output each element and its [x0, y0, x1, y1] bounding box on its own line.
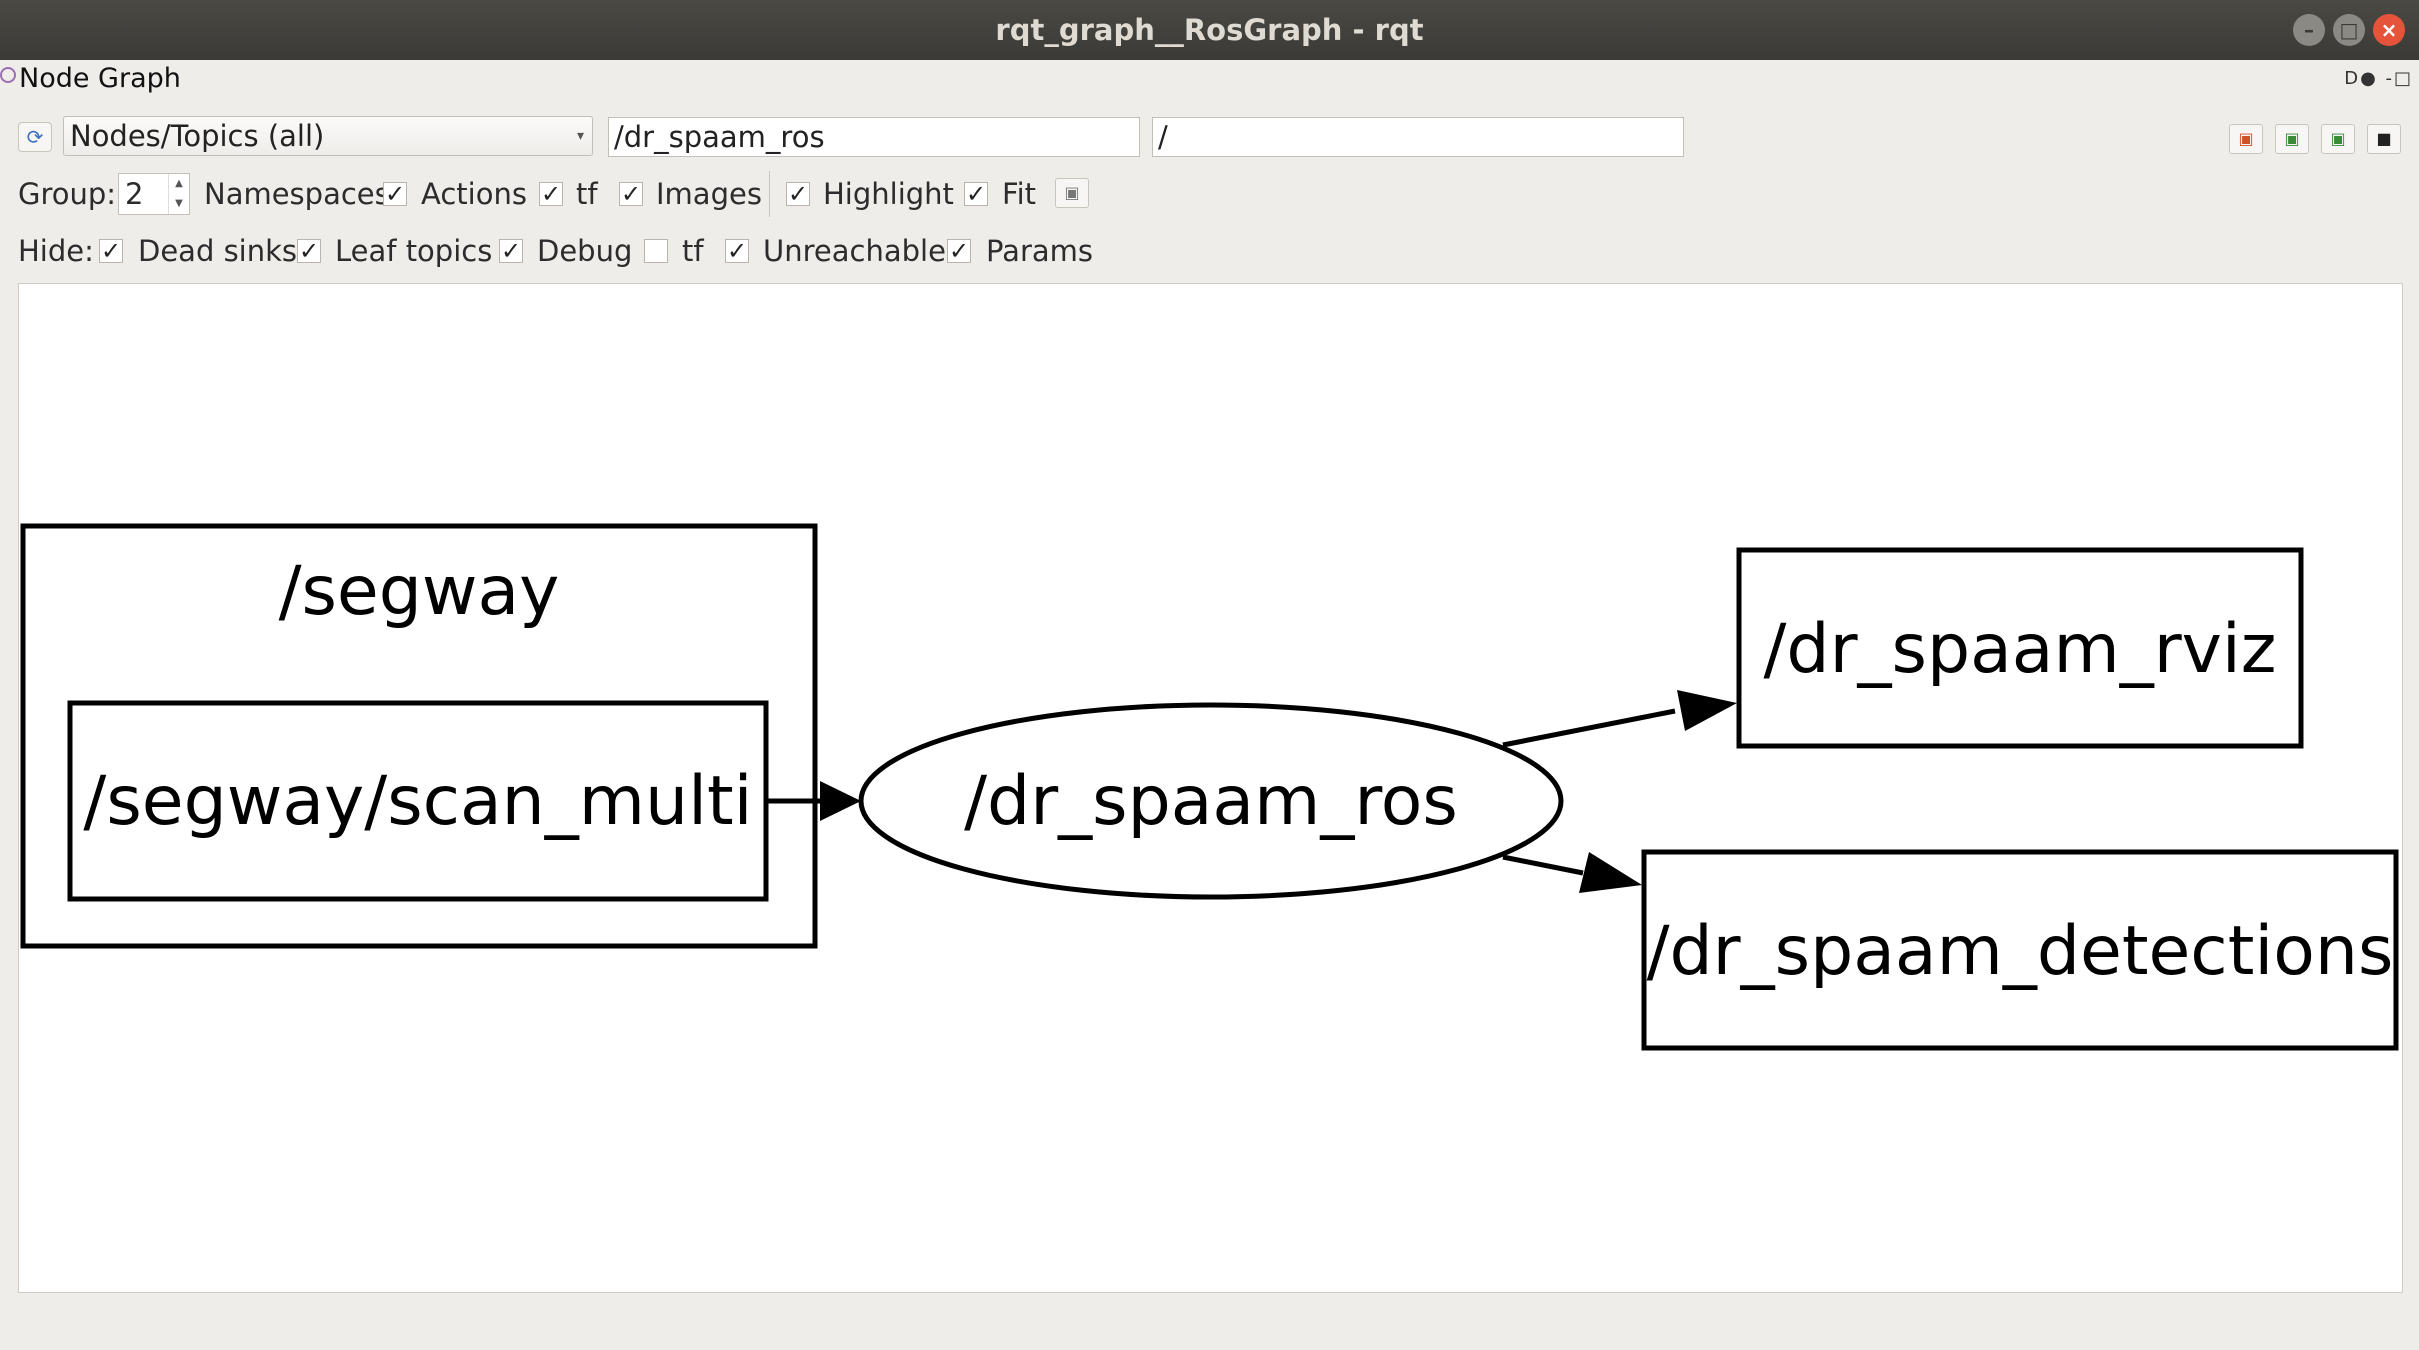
group-value: 2 [125, 177, 144, 211]
save-dot-icon: ▣ [2284, 129, 2300, 148]
group-spinbox[interactable]: 2 ▲▼ [118, 173, 190, 215]
dock-title: Node Graph [0, 62, 181, 96]
unreachable-checkbox[interactable]: ✓ [725, 237, 749, 265]
title-bar: rqt_graph__RosGraph - rqt – □ × [0, 0, 2419, 60]
edge-dr-spaam-ros-to-detections[interactable] [1502, 854, 1584, 876]
load-dot-icon: ▣ [2238, 129, 2254, 148]
save-dot-button[interactable]: ▣ [2275, 124, 2309, 154]
namespace-cluster-label: /segway [279, 552, 560, 631]
edge-dr-spaam-ros-to-rviz[interactable] [1502, 708, 1676, 748]
leaf-topics-checkbox[interactable]: ✓ [297, 237, 321, 265]
highlight-label: Highlight [823, 177, 954, 211]
images-label: Images [656, 177, 762, 211]
topic-node-dr-spaam-rviz-label: /dr_spaam_rviz [1764, 610, 2277, 689]
save-svg-button[interactable]: ▣ [2321, 124, 2355, 154]
refresh-icon: ⟳ [26, 125, 44, 149]
hide-tf-label: tf [682, 234, 704, 268]
topic-filter-input[interactable]: / [1152, 117, 1684, 157]
group-options-row: Group: 2 ▲▼ Namespaces ✓ Actions ✓ tf ✓ … [0, 171, 2419, 217]
fit-in-view-button[interactable]: ▣ [1055, 178, 1089, 208]
toolbar-separator [769, 171, 770, 217]
dock-title-label: Node Graph [19, 63, 181, 94]
fit-label: Fit [1002, 177, 1036, 211]
save-image-icon: ■ [2376, 129, 2392, 148]
minimize-button[interactable]: – [2293, 14, 2325, 46]
topic-node-scan-multi[interactable] [67, 700, 769, 902]
actions-checkbox[interactable]: ✓ [539, 180, 563, 208]
tf-checkbox[interactable]: ✓ [619, 180, 643, 208]
highlight-checkbox[interactable]: ✓ [786, 180, 810, 208]
actions-label: Actions [421, 177, 527, 211]
hide-label: Hide: [18, 234, 94, 268]
topic-node-scan-multi-label: /segway/scan_multi [83, 762, 752, 841]
group-label: Group: [18, 177, 117, 211]
ros-graph: /segway /segway/scan_multi /dr_spaam_ros… [20, 523, 2399, 1051]
close-button[interactable]: × [2373, 14, 2405, 46]
dock-controls[interactable]: D● -□ [2344, 68, 2413, 89]
debug-checkbox[interactable]: ✓ [499, 237, 523, 265]
namespaces-label: Namespaces [204, 177, 390, 211]
load-dot-button[interactable]: ▣ [2229, 124, 2263, 154]
save-image-button[interactable]: ■ [2367, 124, 2401, 154]
unreachable-label: Unreachable [763, 234, 946, 268]
refresh-button[interactable]: ⟳ [18, 122, 52, 152]
save-svg-icon: ▣ [2330, 129, 2346, 148]
window-controls: – □ × [2293, 14, 2405, 46]
hide-tf-checkbox[interactable] [644, 239, 668, 263]
tf-label: tf [576, 177, 598, 211]
namespace-cluster[interactable] [20, 523, 818, 949]
namespaces-checkbox[interactable]: ✓ [383, 180, 407, 208]
window-title: rqt_graph__RosGraph - rqt [995, 13, 1424, 47]
leaf-topics-label: Leaf topics [335, 234, 493, 268]
debug-label: Debug [537, 234, 633, 268]
topic-node-dr-spaam-rviz[interactable] [1736, 547, 2304, 749]
topic-node-dr-spaam-detections-label: /dr_spaam_detections [1647, 912, 2394, 991]
graph-canvas[interactable]: /segway /segway/scan_multi /dr_spaam_ros… [18, 283, 2403, 1293]
fit-checkbox[interactable]: ✓ [964, 180, 988, 208]
node-filter-input[interactable]: /dr_spaam_ros [608, 117, 1140, 157]
maximize-button[interactable]: □ [2333, 14, 2365, 46]
dead-sinks-checkbox[interactable]: ✓ [99, 237, 123, 265]
params-label: Params [986, 234, 1094, 268]
params-checkbox[interactable]: ✓ [947, 237, 971, 265]
graph-mode-select[interactable]: Nodes/Topics (all) ▾ [63, 116, 593, 156]
spin-arrows-icon[interactable]: ▲▼ [168, 174, 189, 214]
fit-in-view-icon: ▣ [1064, 183, 1080, 202]
graph-mode-value: Nodes/Topics (all) [70, 119, 325, 153]
topic-node-dr-spaam-detections[interactable] [1641, 849, 2399, 1051]
filter-toolbar: ⟳ Nodes/Topics (all) ▾ /dr_spaam_ros / ▣… [0, 114, 2419, 160]
chevron-down-icon: ▾ [576, 128, 584, 144]
edge-arrowhead [1677, 690, 1737, 731]
ros-node-dr-spaam-ros-label: /dr_spaam_ros [964, 762, 1458, 841]
edge-arrowhead [1579, 852, 1642, 893]
plugin-icon [0, 67, 16, 83]
dead-sinks-label: Dead sinks [138, 234, 298, 268]
hide-options-row: Hide: ✓ Dead sinks ✓ Leaf topics ✓ Debug… [0, 228, 2419, 274]
edge-arrowhead [820, 781, 861, 821]
